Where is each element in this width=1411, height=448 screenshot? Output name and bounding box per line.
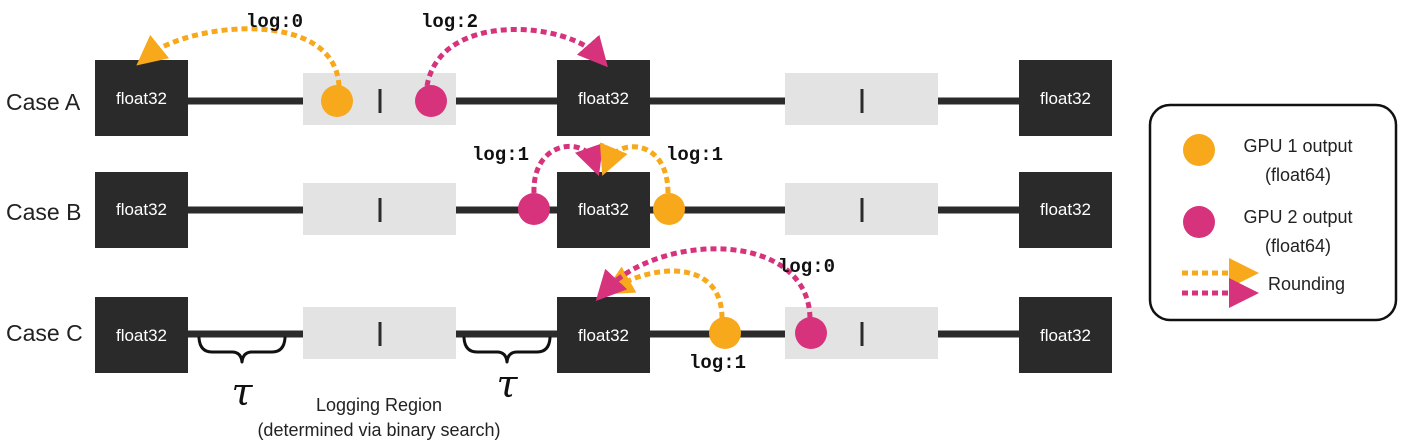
log-label: log:1 (666, 144, 723, 166)
gpu1-rounding-arrow (602, 266, 725, 319)
float32-label: float32 (116, 200, 167, 219)
logging-region-caption: Logging Region (316, 395, 442, 415)
float32-box (557, 172, 650, 248)
gpu1-output-dot (321, 85, 353, 117)
tau-brace (197, 336, 287, 364)
gpu2-output-dot (415, 85, 447, 117)
gpu2-legend-dot (1183, 206, 1215, 238)
legend-gpu2-label: GPU 2 output (1243, 207, 1352, 227)
float32-label: float32 (116, 326, 167, 345)
gpu2-rounding-arrow (531, 142, 604, 194)
legend-gpu1-label: GPU 1 output (1243, 136, 1352, 156)
case-b-row: Case B float32 float32 float32 log:1 log… (6, 142, 1112, 248)
float32-box (95, 172, 188, 248)
float32-label: float32 (116, 89, 167, 108)
float32-box (557, 297, 650, 373)
tau-symbol: τ (231, 370, 253, 414)
gpu1-output-dot (653, 193, 685, 225)
logging-region-caption-sub: (determined via binary search) (257, 420, 500, 440)
legend: GPU 1 output (float64) GPU 2 output (flo… (1148, 103, 1398, 322)
legend-rounding-label: Rounding (1268, 274, 1345, 294)
float32-box (1019, 297, 1112, 373)
float32-label: float32 (578, 89, 629, 108)
log-label: log:1 (472, 144, 529, 166)
float32-label: float32 (578, 200, 629, 219)
float32-box (95, 60, 188, 136)
float32-label: float32 (1040, 200, 1091, 219)
case-c-label: Case C (6, 320, 83, 346)
log-label: log:0 (246, 11, 303, 33)
float32-box (1019, 172, 1112, 248)
float32-box (1019, 60, 1112, 136)
legend-gpu1-sublabel: (float64) (1265, 165, 1331, 185)
legend-gpu2-sublabel: (float64) (1265, 236, 1331, 256)
log-label: log:0 (778, 256, 835, 278)
gpu1-rounding-arrow (136, 26, 342, 87)
log-label: log:1 (689, 352, 746, 374)
float32-box (557, 60, 650, 136)
float32-label: float32 (1040, 89, 1091, 108)
gpu1-legend-dot (1183, 134, 1215, 166)
case-a-label: Case A (6, 89, 81, 115)
float32-label: float32 (1040, 326, 1091, 345)
tau-symbol: τ (496, 362, 518, 406)
gpu2-output-dot (795, 317, 827, 349)
tau-brace (462, 336, 552, 364)
case-b-label: Case B (6, 199, 81, 225)
case-a-row: Case A float32 float32 float32 log:0 log… (6, 11, 1112, 136)
gpu2-rounding-arrow (595, 246, 813, 319)
gpu2-rounding-arrow (424, 27, 608, 87)
log-label: log:2 (421, 11, 478, 33)
gpu1-output-dot (709, 317, 741, 349)
case-c-row: Case C float32 float32 float32 log:0 log… (6, 246, 1112, 440)
gpu2-output-dot (518, 193, 550, 225)
float32-box (95, 297, 188, 373)
float32-label: float32 (578, 326, 629, 345)
